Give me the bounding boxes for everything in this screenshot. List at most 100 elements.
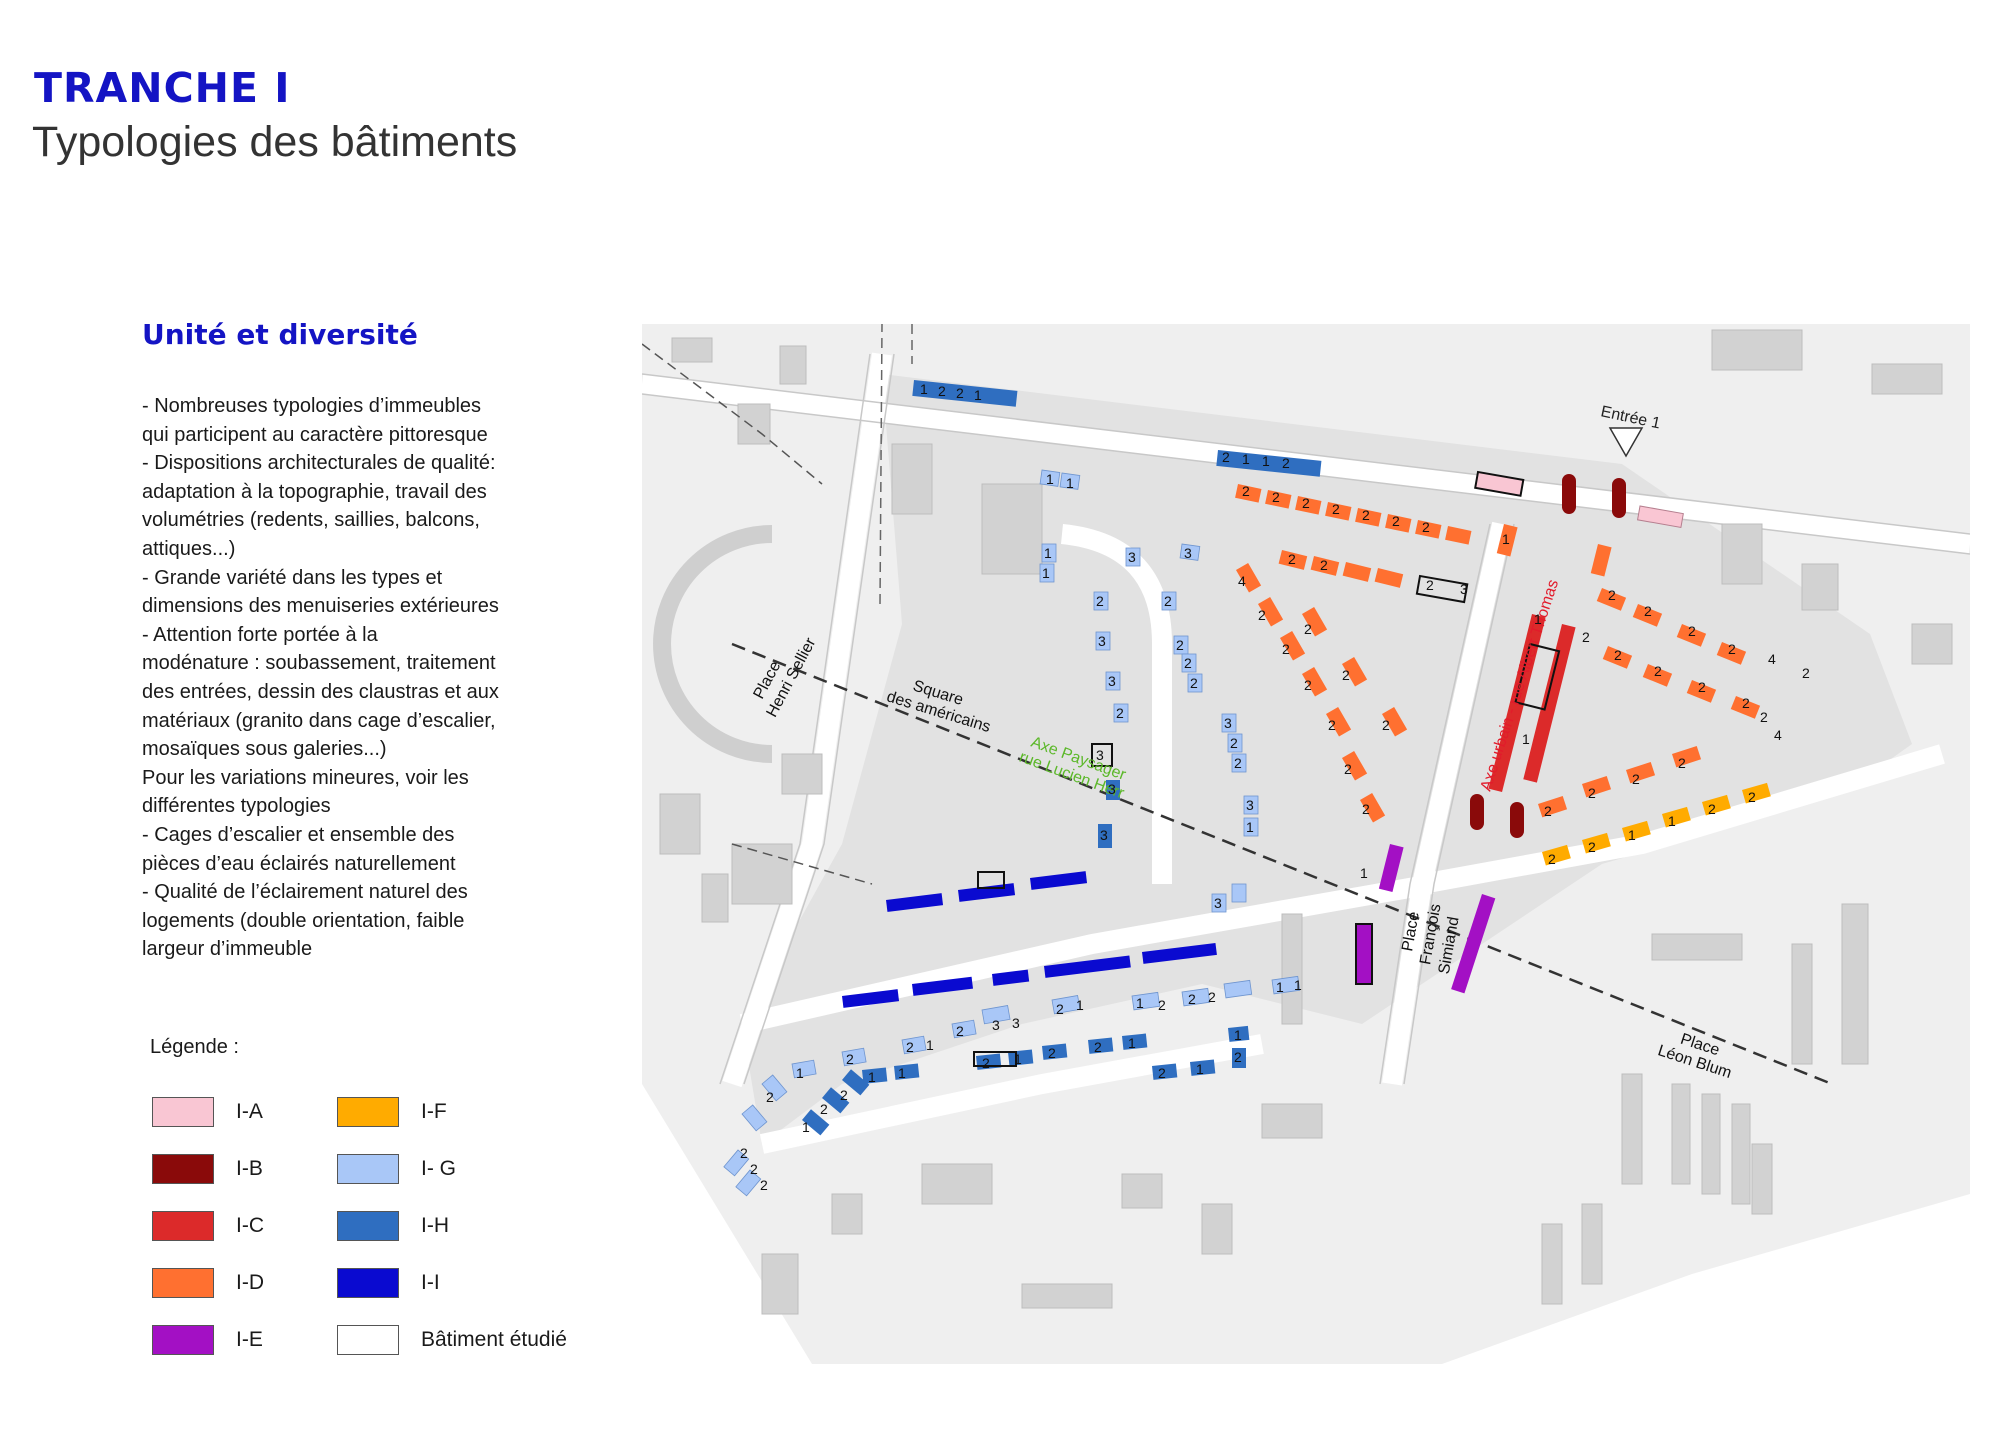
building-number: 3	[1096, 747, 1104, 763]
building-number: 2	[1094, 1039, 1102, 1055]
building-number: 2	[1728, 641, 1736, 657]
building-number: 1	[1044, 545, 1052, 561]
legend-label: I-D	[236, 1271, 264, 1294]
building-number: 1	[1196, 1061, 1204, 1077]
legend-item-i-g: I- G	[337, 1154, 456, 1184]
section-title: Unité et diversité	[142, 318, 418, 351]
building-number: 1	[1042, 565, 1050, 581]
dashed-path	[642, 343, 823, 485]
building-number: 2	[1362, 801, 1370, 817]
building-number: 2	[1320, 557, 1328, 573]
building-number: 1	[868, 1069, 876, 1085]
building-number: 2	[1708, 801, 1716, 817]
description-line: différentes typologies	[142, 795, 331, 818]
building-number: 2	[1688, 623, 1696, 639]
legend-label: I-H	[421, 1214, 449, 1237]
building-number: 3	[1108, 781, 1116, 797]
legend-label: Bâtiment étudié	[421, 1328, 567, 1351]
description-line: volumétries (redents, saillies, balcons,	[142, 509, 480, 532]
building-number: 4	[1768, 651, 1776, 667]
description-line: attiques...)	[142, 537, 236, 560]
legend-swatch	[337, 1211, 399, 1241]
legend-item-i-h: I-H	[337, 1211, 449, 1241]
context-buildings	[659, 329, 1953, 1315]
building-number: 3	[1012, 1015, 1020, 1031]
building-number: 2	[1164, 593, 1172, 609]
description-line: pièces d’eau éclairés naturellement	[142, 852, 456, 875]
building-number: 1	[1668, 813, 1676, 829]
building-number: 3	[1098, 633, 1106, 649]
building-number: 2	[1588, 839, 1596, 855]
description-line: largeur d’immeuble	[142, 938, 313, 961]
legend-label: I-A	[236, 1100, 263, 1123]
description-line: adaptation à la topographie, travail des	[142, 480, 487, 503]
legend-swatch	[337, 1154, 399, 1184]
building-number: 2	[1588, 785, 1596, 801]
dashed-path	[731, 843, 873, 885]
legend-swatch	[337, 1097, 399, 1127]
building-number: 2	[760, 1177, 768, 1193]
building-number: 1	[1014, 1051, 1022, 1067]
building-number: 1	[1276, 979, 1284, 995]
building-number: 2	[1234, 755, 1242, 771]
building-number: 1	[1502, 531, 1510, 547]
building-number: 2	[820, 1101, 828, 1117]
legend-label: I-F	[421, 1100, 447, 1123]
description-line: - Nombreuses typologies d’immeubles	[142, 395, 482, 417]
building-number: 1	[898, 1065, 906, 1081]
building-number: 3	[1246, 797, 1254, 813]
description-line: mosaïques sous galeries...)	[142, 738, 387, 761]
description-text: - Nombreuses typologies d’immeubles qui …	[142, 392, 562, 964]
building-number: 2	[1644, 603, 1652, 619]
building-number: 2	[1158, 1065, 1166, 1081]
building-number: 2	[1096, 593, 1104, 609]
building-number: 2	[1342, 667, 1350, 683]
building-number: 2	[1802, 665, 1810, 681]
legend-item-i-c: I-C	[152, 1211, 264, 1241]
building-number: 2	[766, 1089, 774, 1105]
building-number: 2	[1190, 675, 1198, 691]
building-number: 1	[1534, 611, 1542, 627]
building-number: 2	[956, 1023, 964, 1039]
building-number: 1	[1360, 865, 1368, 881]
building-number: 1	[796, 1065, 804, 1081]
description-line: Pour les variations mineures, voir les	[142, 766, 469, 789]
site-map-svg: Entrée 1	[642, 324, 1970, 1364]
building-number: 1	[1136, 995, 1144, 1011]
description-line: logements (double orientation, faible	[142, 909, 465, 932]
building-number: 1	[1046, 471, 1054, 487]
buildings-i-f	[1542, 782, 1771, 866]
building-number: 3	[1460, 581, 1468, 597]
building-number: 2	[1654, 663, 1662, 679]
building-number: 1	[920, 381, 928, 397]
legend-title: Légende :	[150, 1036, 239, 1058]
building-number: 2	[840, 1087, 848, 1103]
building-number: 2	[956, 385, 964, 401]
building-number: 3	[1224, 715, 1232, 731]
building-number: 2	[1362, 507, 1370, 523]
building-number: 2	[1748, 789, 1756, 805]
description-line: - Qualité de l’éclairement naturel des	[142, 881, 468, 904]
buildings-i-b	[1470, 474, 1626, 838]
description-line: - Cages d’escalier et ensemble des	[142, 823, 455, 846]
building-number: 2	[1208, 989, 1216, 1005]
building-number: 2	[750, 1161, 758, 1177]
building-number: 2	[1548, 851, 1556, 867]
building-number: 2	[1614, 647, 1622, 663]
building-number: 2	[1632, 771, 1640, 787]
building-number: 3	[1128, 549, 1136, 565]
legend-swatch	[152, 1154, 214, 1184]
building-number: 2	[1332, 501, 1340, 517]
legend-label: I-C	[236, 1214, 264, 1237]
building-number: 2	[1056, 1001, 1064, 1017]
building-number: 2	[1392, 513, 1400, 529]
building-number: 1	[1066, 475, 1074, 491]
building-number: 4	[1774, 727, 1782, 743]
building-number: 4	[1238, 573, 1246, 589]
legend-item-i-f: I-F	[337, 1097, 447, 1127]
buildings-i-e	[1356, 844, 1496, 994]
building-number: 1	[1234, 1027, 1242, 1043]
building-number: 2	[938, 383, 946, 399]
building-number: 2	[1698, 679, 1706, 695]
building-number: 2	[1760, 709, 1768, 725]
